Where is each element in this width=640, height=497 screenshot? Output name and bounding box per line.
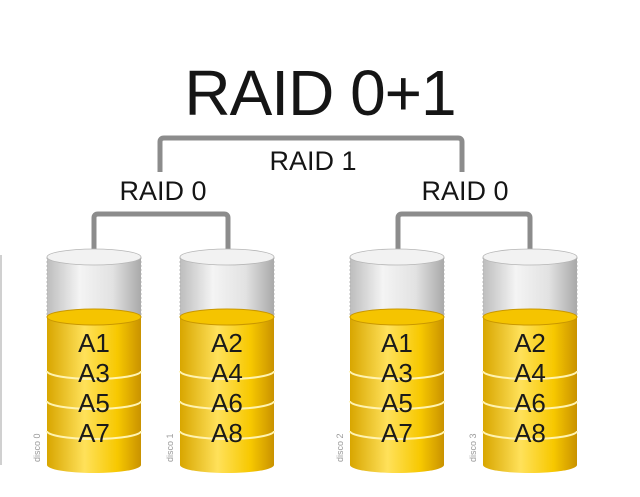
disk-empty-space	[46, 256, 142, 318]
disk-name: disco 0	[32, 433, 42, 462]
block-separator	[179, 430, 275, 440]
data-block: A2	[514, 328, 546, 358]
data-block: A6	[514, 388, 546, 418]
disk-data-body	[47, 317, 141, 473]
disk-data-body	[180, 317, 274, 473]
data-block: A6	[211, 388, 243, 418]
raid0-right-label: RAID 0	[421, 176, 509, 206]
disk-name: disco 1	[165, 433, 175, 462]
data-block: A4	[211, 358, 243, 388]
block-separator	[179, 370, 275, 380]
disk-cylinders	[0, 248, 578, 473]
data-block: A7	[381, 418, 413, 448]
block-separator	[482, 400, 578, 410]
block-separator	[46, 400, 142, 410]
block-separator	[349, 430, 445, 440]
data-block: A1	[381, 328, 413, 358]
data-block: A8	[514, 418, 546, 448]
data-block: A3	[381, 358, 413, 388]
disk-data-body	[483, 317, 577, 473]
data-block: A3	[78, 358, 110, 388]
data-block: A5	[78, 388, 110, 418]
disk-1	[179, 248, 275, 473]
data-block: A8	[211, 418, 243, 448]
partial-disk-edge	[0, 255, 2, 465]
disk-3	[482, 248, 578, 473]
disk-name: disco 3	[468, 433, 478, 462]
block-separator	[179, 400, 275, 410]
data-block: A4	[514, 358, 546, 388]
disk-0	[46, 248, 142, 473]
disk-name: disco 2	[335, 433, 345, 462]
connector-lines	[91, 135, 533, 257]
data-block: A5	[381, 388, 413, 418]
block-separator	[46, 370, 142, 380]
raid0-left-label: RAID 0	[119, 176, 207, 206]
raid1-label: RAID 1	[269, 146, 357, 176]
disk-data-top	[482, 308, 578, 326]
disk-data-body	[350, 317, 444, 473]
disk-data-top	[46, 308, 142, 326]
disk-empty-space	[349, 256, 445, 318]
data-block: A1	[78, 328, 110, 358]
disk-empty-space	[179, 256, 275, 318]
data-block: A7	[78, 418, 110, 448]
disk-top	[46, 248, 142, 266]
raid1-bracket	[157, 135, 465, 172]
block-separator	[482, 430, 578, 440]
disk-2	[349, 248, 445, 473]
disk-data-top	[179, 308, 275, 326]
block-separator	[482, 370, 578, 380]
block-separator	[46, 430, 142, 440]
disk-top	[179, 248, 275, 266]
disk-empty-space	[482, 256, 578, 318]
block-separator	[349, 400, 445, 410]
raid0-left-bracket	[91, 211, 231, 257]
diagram-title: RAID 0+1	[184, 57, 456, 129]
disk-data-top	[349, 308, 445, 326]
disk-top	[482, 248, 578, 266]
raid0-right-bracket	[395, 211, 533, 257]
data-block: A2	[211, 328, 243, 358]
block-separator	[349, 370, 445, 380]
disk-top	[349, 248, 445, 266]
